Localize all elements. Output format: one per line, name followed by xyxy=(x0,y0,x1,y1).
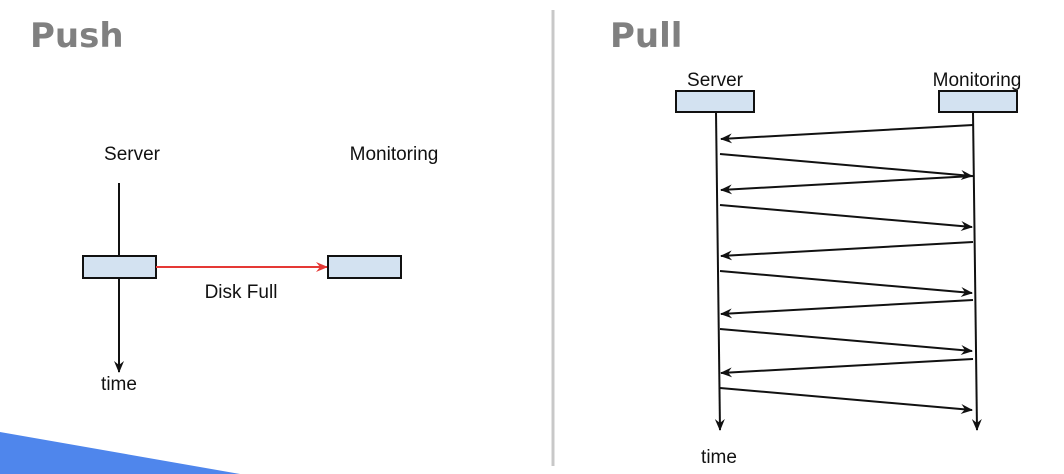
pull-monitoring-box xyxy=(938,90,1018,113)
push-diagram: Push Server Monitoring Disk Full time xyxy=(30,16,438,395)
push-monitoring-label: Monitoring xyxy=(350,144,439,165)
pull-message-arrow-monitoring-to-server xyxy=(720,124,974,144)
pull-title: Pull xyxy=(610,16,682,56)
pull-message-arrow-server-to-monitoring xyxy=(719,153,973,181)
pull-message-arrow-monitoring-to-server xyxy=(720,299,974,319)
pull-message-arrow-server-to-monitoring xyxy=(719,387,973,415)
pull-message-arrow-monitoring-to-server xyxy=(720,175,974,195)
pull-monitoring-lifeline xyxy=(971,111,982,431)
push-title: Push xyxy=(30,16,124,56)
push-server-label: Server xyxy=(104,144,161,165)
push-monitoring-box xyxy=(327,255,402,279)
pull-diagram: Pull Server Monitoring time xyxy=(610,16,1021,468)
pull-monitoring-label: Monitoring xyxy=(933,70,1022,91)
pull-server-label: Server xyxy=(687,70,744,91)
push-server-box xyxy=(82,255,157,279)
pull-server-box xyxy=(675,90,755,113)
pull-message-arrow-server-to-monitoring xyxy=(719,270,973,298)
pull-message-arrow-server-to-monitoring xyxy=(719,328,973,356)
pull-message-arrow-monitoring-to-server xyxy=(720,358,974,378)
pull-time-label: time xyxy=(701,447,737,468)
accent-corner-shape xyxy=(0,432,240,474)
push-time-label: time xyxy=(101,374,137,395)
pull-server-lifeline xyxy=(714,111,725,431)
pull-message-arrow-monitoring-to-server xyxy=(720,241,974,261)
pull-message-arrow-server-to-monitoring xyxy=(719,204,973,232)
push-message-label: Disk Full xyxy=(205,282,278,303)
